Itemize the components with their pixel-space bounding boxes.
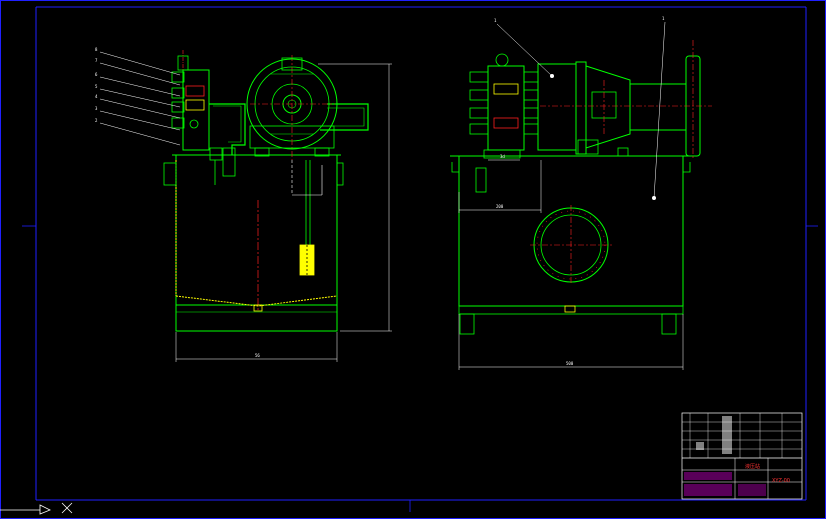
title-block-code: XYZ-00 [772,478,790,484]
front-view: 56 8 7 6 5 4 3 2 [95,47,392,362]
side-view: 500 200 3d 1 1 [450,16,712,370]
balloon-7: 7 [95,58,98,63]
balloon-2: 2 [95,118,98,123]
title-block: 液压站 XYZ-00 [681,412,803,500]
balloon-1b: 1 [662,16,665,21]
side-sub-dimension: 200 [496,204,504,209]
balloon-6: 6 [95,72,98,77]
balloon-4: 4 [95,94,98,99]
front-width-dimension: 56 [255,353,260,358]
title-block-title: 液压站 [745,463,760,470]
balloon-5: 5 [95,84,98,89]
side-sub2-dimension: 3d [500,154,505,159]
balloon-3: 3 [95,106,98,111]
balloon-1a: 1 [494,18,497,23]
balloon-8: 8 [95,47,98,52]
side-width-dimension: 500 [566,361,574,366]
